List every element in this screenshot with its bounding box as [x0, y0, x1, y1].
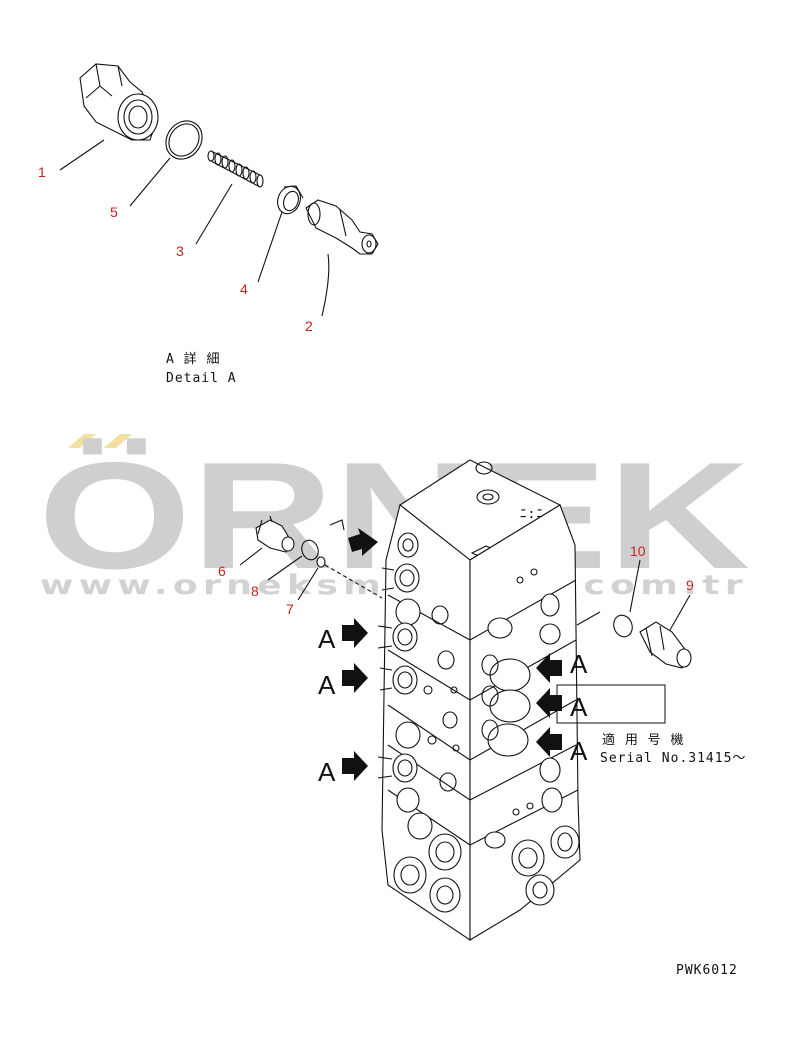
left-face-ports — [392, 532, 462, 913]
arrow-right-icon — [348, 528, 378, 556]
leader-4 — [257, 211, 283, 283]
callout-7: 7 — [286, 601, 294, 617]
view-arrows-right — [536, 653, 562, 757]
detail-title-en: Detail A — [166, 371, 237, 386]
leader-8 — [267, 555, 303, 581]
leader-1 — [59, 139, 105, 171]
part-1-plug — [79, 63, 159, 141]
leader-3 — [195, 183, 233, 245]
leader-9 — [669, 594, 691, 631]
arrow-left-icon — [536, 653, 562, 683]
serial-label-jp: 適 用 号 機 — [602, 732, 684, 748]
view-arrows-left — [342, 528, 378, 781]
callout-9: 9 — [686, 577, 694, 593]
part-5-o-ring — [165, 120, 203, 160]
callout-5: 5 — [110, 204, 118, 220]
callout-3: 3 — [176, 243, 184, 259]
detail-a-group — [59, 63, 379, 317]
part-2-poppet — [305, 199, 379, 255]
callout-8: 8 — [251, 583, 259, 599]
arrow-right-icon — [342, 751, 368, 781]
part-4-ring — [277, 185, 304, 215]
view-letter-a: A — [318, 757, 336, 787]
watermark-accent-mark — [104, 434, 132, 448]
part-6-plug — [255, 515, 295, 553]
arrow-left-icon — [536, 688, 562, 718]
serial-range-box — [556, 684, 666, 724]
view-letter-a: A — [318, 624, 336, 654]
right-face-ports — [484, 568, 580, 906]
view-letter-a: A — [570, 692, 588, 722]
callout-10: 10 — [630, 543, 646, 559]
arrow-right-icon — [342, 618, 368, 648]
view-letter-a: A — [570, 649, 588, 679]
leader-5 — [129, 157, 171, 207]
leader-10 — [629, 559, 641, 613]
view-letter-a: A — [570, 736, 588, 766]
part-10-o-ring — [613, 614, 633, 638]
arrow-left-icon — [536, 727, 562, 757]
callout-4: 4 — [240, 281, 248, 297]
view-letter-a: A — [318, 670, 336, 700]
part-7-o-ring — [316, 556, 326, 568]
arrow-right-icon — [342, 663, 368, 693]
installed-valve-caps — [481, 654, 531, 757]
leader-6 — [239, 547, 263, 566]
drawing-code: PWK6012 — [676, 963, 738, 978]
part-3-spring — [207, 150, 264, 188]
callout-1: 1 — [38, 164, 46, 180]
callout-2: 2 — [305, 318, 313, 334]
control-valve-assembly: ﾆ:ﾆ — [377, 459, 581, 942]
leader-7 — [297, 567, 319, 601]
part-8-o-ring — [301, 539, 319, 561]
detail-title-jp: A 詳 細 — [166, 351, 220, 367]
callout-6: 6 — [218, 563, 226, 579]
svg-text:ﾆ:ﾆ: ﾆ:ﾆ — [520, 507, 544, 522]
watermark-accent-mark — [68, 434, 96, 448]
leader-2 — [321, 253, 330, 317]
part-9-plug — [639, 621, 692, 669]
serial-label-en: Serial No.31415〜 — [600, 751, 746, 766]
